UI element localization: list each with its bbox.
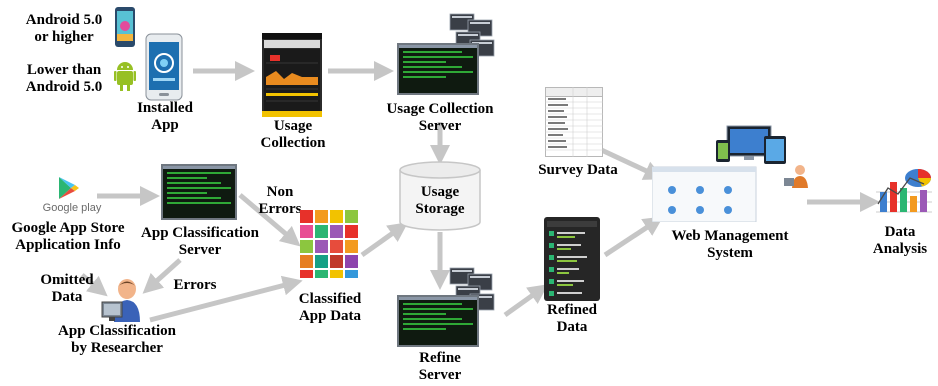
label-errors: Errors	[170, 277, 220, 294]
label-line: Data	[884, 224, 916, 240]
label-app-classification-server: App Classification Server	[135, 225, 265, 259]
label-line: Usage Collection	[386, 101, 494, 117]
label-line: Android 5.0	[25, 79, 103, 95]
label-line: Data	[556, 319, 588, 335]
label-web-management-system: Web Management System	[655, 228, 805, 262]
label-line: App Classification	[141, 225, 259, 241]
label-line: System	[707, 245, 753, 261]
label-line: Classified	[298, 291, 362, 307]
label-line: Errors	[173, 277, 217, 293]
label-line: or higher	[34, 29, 94, 45]
label-usage-collection: Usage Collection	[248, 118, 338, 152]
terminal-refine-server	[397, 295, 479, 347]
google-play-icon	[59, 177, 79, 199]
android-lollipop-phone-icon	[115, 7, 135, 47]
arrow-refine-to-refined-data	[503, 284, 549, 318]
label-usage-storage: Usage Storage	[398, 184, 482, 218]
data-chart-icon	[876, 169, 932, 213]
label-survey-data: Survey Data	[528, 162, 628, 179]
label-line: by Researcher	[71, 340, 163, 356]
database-cylinder-icon	[399, 161, 481, 231]
label-non-errors: Non Errors	[255, 184, 305, 218]
arrow-refined-to-web	[603, 216, 664, 258]
label-installed-app: Installed App	[130, 100, 200, 134]
label-line: App Data	[298, 308, 362, 324]
label-line: Lower than	[26, 62, 102, 78]
label-line: Server	[418, 118, 462, 134]
dashboard-screenshot-icon	[652, 125, 808, 222]
survey-table-icon	[545, 87, 603, 157]
arrow-researcher-to-tiles	[149, 275, 303, 323]
label-refined-data: Refined Data	[537, 302, 607, 336]
terminal-app-classification-server	[161, 164, 237, 220]
label-line: Refine	[419, 350, 461, 366]
label-classified-app-data: Classified App Data	[290, 291, 370, 325]
label-lower-than-android-5: Lower than Android 5.0	[14, 62, 114, 96]
label-line: Installed	[137, 100, 193, 116]
label-data-analysis: Data Analysis	[865, 224, 935, 258]
label-line: App	[151, 117, 179, 133]
label-line: Application Info	[15, 237, 121, 253]
label-line: Omitted	[40, 272, 94, 288]
label-line: Non	[266, 184, 294, 200]
label-line: Google App Store	[11, 220, 125, 236]
label-google-app-store: Google App Store Application Info	[3, 220, 133, 254]
refined-data-phone-icon	[544, 217, 600, 301]
arrow-classification-to-omitted	[142, 258, 182, 294]
label-app-classification-researcher: App Classification by Researcher	[42, 323, 192, 357]
label-line: Data	[51, 289, 83, 305]
label-refine-server: Refine Server	[405, 350, 475, 384]
terminal-usage-collection-server	[397, 43, 479, 95]
label-line: Web Management	[671, 228, 789, 244]
label-line: Survey Data	[538, 162, 618, 178]
label-usage-collection-server: Usage Collection Server	[375, 101, 505, 135]
label-line: Refined	[547, 302, 597, 318]
label-omitted-data: Omitted Data	[32, 272, 102, 306]
google-play-wordmark: Google play	[42, 202, 102, 214]
usage-app-screenshot-icon	[262, 33, 322, 117]
android-robot-icon	[114, 62, 136, 91]
arrow-tiles-to-storage	[360, 222, 409, 258]
app-tiles-icon	[300, 210, 358, 278]
label-line: Collection	[260, 135, 326, 151]
arrow-omitted-to-researcher	[80, 273, 108, 297]
label-line: Android 5.0	[25, 12, 103, 28]
label-android-5-higher: Android 5.0 or higher	[14, 12, 114, 46]
researcher-icon	[101, 279, 140, 322]
smartphone-icon	[145, 33, 183, 101]
label-line: Storage	[415, 201, 465, 217]
label-line: Errors	[258, 201, 302, 217]
label-line: Server	[418, 367, 462, 383]
label-line: Server	[178, 242, 222, 258]
label-line: Analysis	[872, 241, 928, 257]
label-line: Usage	[420, 184, 460, 200]
label-line: App Classification	[58, 323, 176, 339]
arrow-classification-server-to-tiles	[238, 193, 301, 247]
label-line: Usage	[273, 118, 313, 134]
